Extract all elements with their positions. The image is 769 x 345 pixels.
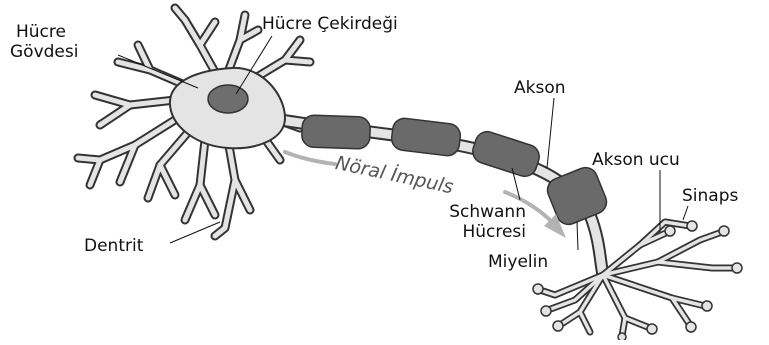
terminal-knob — [665, 226, 675, 236]
label-nucleus: Hücre Çekirdeği — [262, 14, 398, 34]
terminal-knob — [702, 301, 712, 311]
terminal-knob — [533, 284, 543, 294]
label-cell-body-line2: Gövdesi — [10, 42, 78, 62]
label-axon: Akson — [514, 78, 566, 98]
label-axon-terminal: Akson ucu — [592, 150, 680, 170]
label-schwann-cell: Schwann Hücresi — [414, 202, 526, 242]
label-schwann-line1: Schwann — [414, 202, 526, 222]
axon-terminals — [533, 221, 742, 340]
terminal-knob — [553, 321, 563, 331]
terminal-knob — [719, 226, 729, 236]
schwann-cell — [301, 115, 370, 149]
label-cell-body-line1: Hücre — [10, 22, 78, 42]
schwann-cell — [390, 117, 461, 157]
nucleus — [208, 85, 248, 113]
leader-myelin — [577, 222, 578, 250]
terminal-knob — [687, 221, 697, 231]
label-myelin: Miyelin — [488, 252, 548, 272]
terminal-knob — [647, 324, 657, 334]
terminal-knob — [732, 263, 742, 273]
schwann-cell — [470, 129, 543, 180]
terminal-knob — [541, 306, 551, 316]
leader-cell-body — [118, 55, 198, 88]
terminal-knob — [618, 333, 626, 340]
terminal-knob — [686, 322, 696, 332]
label-cell-body: Hücre Gövdesi — [10, 22, 78, 62]
label-dendrite: Dentrit — [84, 236, 143, 256]
leader-axon — [547, 98, 554, 168]
label-synapse: Sinaps — [682, 186, 738, 206]
leader-synapse — [683, 206, 688, 220]
label-schwann-line2: Hücresi — [414, 222, 526, 242]
